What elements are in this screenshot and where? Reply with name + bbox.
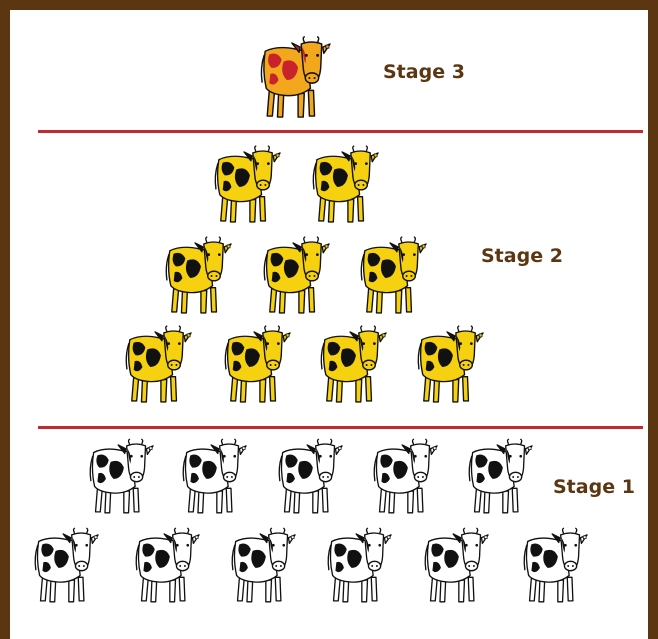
stage-1-cow-icon — [277, 436, 343, 523]
stage-2-cow-icon — [416, 324, 484, 411]
stage-1-label: Stage 1 — [553, 476, 635, 498]
stage-1-cow-icon — [467, 436, 533, 523]
stage-1-cow-icon — [88, 436, 154, 523]
stage-2-cow-icon — [319, 324, 387, 411]
stage-divider-bottom — [38, 426, 643, 429]
stage-1-cow-icon — [522, 525, 588, 612]
stage-1-cow-icon — [372, 436, 438, 523]
stage-2-cow-icon — [359, 235, 427, 322]
stage-1-cow-icon — [181, 436, 247, 523]
stage-1-cow-icon — [326, 525, 392, 612]
stage-1-cow-icon — [33, 525, 99, 612]
stage-2-cow-icon — [311, 144, 379, 231]
stage-2-cow-icon — [213, 144, 281, 231]
stage-2-cow-icon — [223, 324, 291, 411]
stage-3-cow-icon — [259, 36, 331, 125]
stage-divider-top — [38, 130, 643, 133]
stage-1-cow-icon — [134, 525, 200, 612]
stage-2-label: Stage 2 — [481, 245, 563, 267]
stage-1-cow-icon — [230, 525, 296, 612]
stage-2-cow-icon — [124, 324, 192, 411]
stage-2-cow-icon — [262, 235, 330, 322]
stage-2-cow-icon — [164, 235, 232, 322]
stage-1-cow-icon — [423, 525, 489, 612]
stage-3-label: Stage 3 — [383, 61, 465, 83]
